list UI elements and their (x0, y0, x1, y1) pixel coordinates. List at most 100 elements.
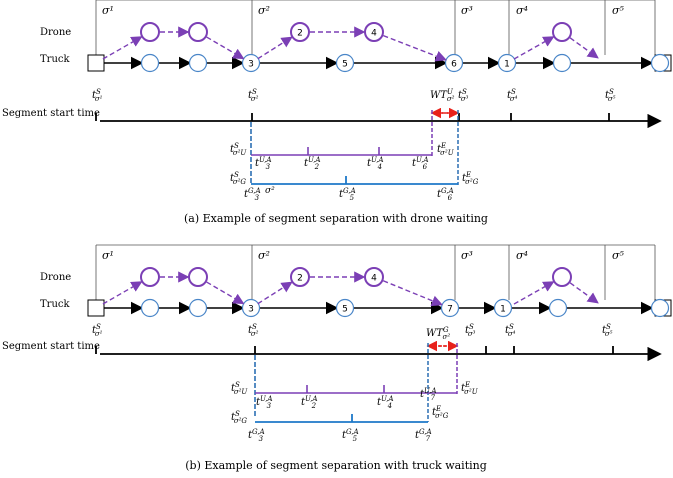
truck-node (241, 298, 261, 318)
depot-start (87, 54, 105, 72)
truck-row-label: Truck (40, 54, 70, 65)
truck-node-label: 3 (248, 305, 254, 315)
timeline-label: Segment start time (2, 341, 100, 352)
truck-node-label: 7 (447, 305, 453, 315)
drone-node (140, 267, 160, 287)
truck-node (444, 53, 464, 73)
truck-node (440, 298, 460, 318)
truck-node (140, 53, 160, 73)
drone-row-label: Drone (40, 272, 71, 283)
drone-node-label: 2 (297, 274, 303, 284)
panel-caption: (a) Example of segment separation with d… (184, 212, 488, 225)
segment-label: σ¹ (102, 249, 114, 262)
drone-path-arrow (383, 34, 447, 62)
truck-node-label: 5 (342, 60, 348, 70)
drone-node-label: 2 (297, 29, 303, 39)
drone-path-arrow (102, 36, 143, 60)
drone-path-arrow (257, 36, 293, 60)
ground-tick-label: σ² (265, 186, 275, 196)
truck-node (335, 53, 355, 73)
truck-node (650, 298, 670, 318)
truck-node (493, 298, 513, 318)
truck-node (497, 53, 517, 73)
drone-path-arrow (569, 282, 599, 304)
drone-path-arrow (206, 36, 245, 60)
depot-start (87, 299, 105, 317)
panel-caption: (b) Example of segment separation with t… (185, 459, 487, 472)
drone-path-arrow (206, 281, 245, 305)
drone-path-arrow (569, 37, 599, 59)
truck-node (548, 298, 568, 318)
drone-path-arrow (102, 281, 143, 305)
drone-node-label: 4 (371, 274, 377, 284)
drone-path-arrow (513, 36, 555, 60)
truck-node (140, 298, 160, 318)
truck-node (650, 53, 670, 73)
drone-node-label: 4 (371, 29, 377, 39)
drone-node (290, 267, 310, 287)
segment-label: σ² (258, 249, 270, 262)
drone-node (140, 22, 160, 42)
segment-label: σ³ (461, 249, 473, 262)
segment-label: σ¹ (102, 4, 114, 17)
drone-node (188, 22, 208, 42)
truck-node (552, 53, 572, 73)
truck-node-label: 6 (451, 60, 457, 70)
segment-label: σ⁵ (612, 4, 625, 17)
timeline-label: Segment start time (2, 108, 100, 119)
drone-path-arrow (382, 280, 443, 307)
segment-label: σ³ (461, 4, 473, 17)
drone-node (188, 267, 208, 287)
truck-node-label: 5 (342, 305, 348, 315)
truck-node-label: 3 (248, 60, 254, 70)
drone-path-arrow (513, 281, 555, 305)
segment-label: σ² (258, 4, 270, 17)
